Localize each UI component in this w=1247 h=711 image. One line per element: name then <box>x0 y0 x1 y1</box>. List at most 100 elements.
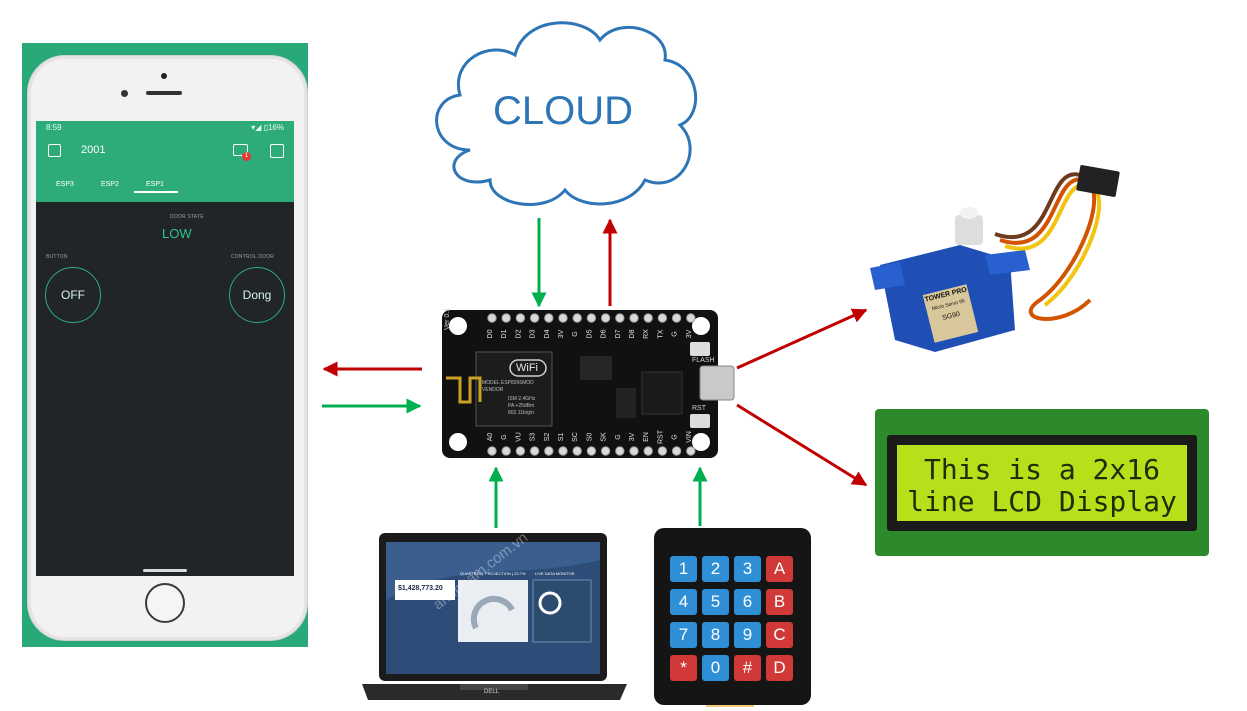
sensor-dot <box>121 90 128 97</box>
board-pin <box>586 446 597 456</box>
board-pin-label: SC <box>572 432 579 442</box>
laptop-brand: DELL <box>484 689 500 695</box>
board-rst-label: RST <box>692 405 706 412</box>
board-pin-label: EN <box>643 432 650 442</box>
keypad-key[interactable]: 3 <box>734 556 761 582</box>
board-pin <box>572 446 582 456</box>
board-pin-label: RST <box>657 429 664 444</box>
play-icon[interactable] <box>270 144 284 158</box>
notification-icon[interactable] <box>233 144 248 156</box>
active-tab-indicator <box>134 191 178 193</box>
board-pin <box>572 313 582 323</box>
app-bar: 2001 1 <box>36 135 294 177</box>
keypad-key[interactable]: C <box>766 622 793 648</box>
board-pin <box>686 446 696 456</box>
cloud-label: CLOUD <box>492 89 634 133</box>
board-protocol-text: 802.11b/g/n <box>508 410 535 416</box>
board-pin <box>615 446 625 456</box>
board-pin <box>515 446 526 456</box>
earpiece-speaker <box>146 91 182 95</box>
keypad-key[interactable]: 7 <box>670 622 697 648</box>
board-pin <box>558 446 568 456</box>
board-pin-label: 3V <box>558 329 565 338</box>
tab-esp2[interactable]: ESP2 <box>101 181 119 188</box>
tab-esp3[interactable]: ESP3 <box>56 181 74 188</box>
board-module-text: MODEL ESP8266MOD <box>482 380 534 386</box>
door-control-button[interactable]: Dong <box>229 267 285 323</box>
laptop-widget-b: LIVE DATA MONITOR <box>535 571 575 576</box>
tab-esp1[interactable]: ESP1 <box>146 181 164 188</box>
board-pin-label: D1 <box>501 329 508 338</box>
board-pin <box>629 446 639 456</box>
keypad-key[interactable]: 8 <box>702 622 729 648</box>
board-pin-label: G <box>672 434 679 439</box>
gesture-bar[interactable] <box>143 569 187 572</box>
board-pin-label: RX <box>643 329 650 339</box>
board-pin <box>487 313 497 323</box>
door-state-value: LOW <box>162 226 192 241</box>
board-pin-label: VIN <box>686 431 693 443</box>
keypad-key[interactable]: 9 <box>734 622 761 648</box>
board-pin-label: G <box>572 331 579 336</box>
notification-badge: 1 <box>242 152 251 161</box>
board-pin-label: SK <box>601 432 608 442</box>
board-pin <box>600 313 611 323</box>
keypad-key[interactable]: 1 <box>670 556 697 582</box>
lcd-line-1: This is a 2x16 <box>923 453 1160 486</box>
board-pin <box>600 446 611 456</box>
door-state-label: DOOR STATE <box>170 214 204 220</box>
laptop-widget-a: QUARTERLY PROJECTION | 23.7% <box>460 571 526 576</box>
board-pin-label: S0 <box>586 433 593 442</box>
control-door-label: CONTROL DOOR <box>231 254 275 260</box>
laptop-amount: $1,428,773.20 <box>398 585 443 592</box>
board-version-label: Ver 0.1 <box>444 307 451 330</box>
board-pa-text: PA +25dBm <box>508 403 535 409</box>
keypad-key[interactable]: 6 <box>734 589 761 615</box>
home-button[interactable] <box>145 583 185 623</box>
board-pin <box>615 313 625 323</box>
board-pin <box>671 446 682 456</box>
keypad-key[interactable]: * <box>670 655 697 681</box>
status-time: 8:59 <box>46 123 62 132</box>
board-pin <box>501 446 511 456</box>
off-button[interactable]: OFF <box>45 267 101 323</box>
board-pin-label: S2 <box>544 433 551 442</box>
board-pin-label: D3 <box>530 329 537 338</box>
status-bar: 8:59 ▾◢ ▯16% <box>36 121 294 135</box>
keypad-key[interactable]: 5 <box>702 589 729 615</box>
board-pin <box>657 446 668 456</box>
board-pin <box>586 313 597 323</box>
board-pin-label: D4 <box>544 329 551 338</box>
status-indicators: ▾◢ ▯16% <box>251 123 284 132</box>
keypad-key[interactable]: A <box>766 556 793 582</box>
keypad-key[interactable]: # <box>734 655 761 681</box>
arrow-board-to-lcd <box>736 403 868 487</box>
board-pin <box>643 446 653 456</box>
device-icon[interactable] <box>48 144 61 157</box>
keypad-key[interactable]: 4 <box>670 589 697 615</box>
keypad-key[interactable]: 0 <box>702 655 729 681</box>
keypad-key[interactable]: B <box>766 589 793 615</box>
board-pin-label: D5 <box>586 329 593 338</box>
board-pin <box>515 313 526 323</box>
board-pin-label: D8 <box>629 329 636 338</box>
board-ism-text: ISM 2.4GHz <box>508 396 536 402</box>
keypad-key[interactable]: 2 <box>702 556 729 582</box>
lcd-line-2: line LCD Display <box>907 485 1177 518</box>
board-pin-label: G <box>615 434 622 439</box>
board-flash-label: FLASH <box>692 357 715 364</box>
board-pin-label: G <box>501 434 508 439</box>
board-pin-label: TX <box>657 329 664 338</box>
board-pin <box>529 446 540 456</box>
board-pin <box>529 313 540 323</box>
board-pin-label: D6 <box>601 329 608 338</box>
board-pin-label: VU <box>515 432 522 442</box>
board-pin <box>487 446 497 456</box>
laptop <box>362 533 627 700</box>
button-label: BUTTON <box>46 254 68 260</box>
keypad-key[interactable]: D <box>766 655 793 681</box>
